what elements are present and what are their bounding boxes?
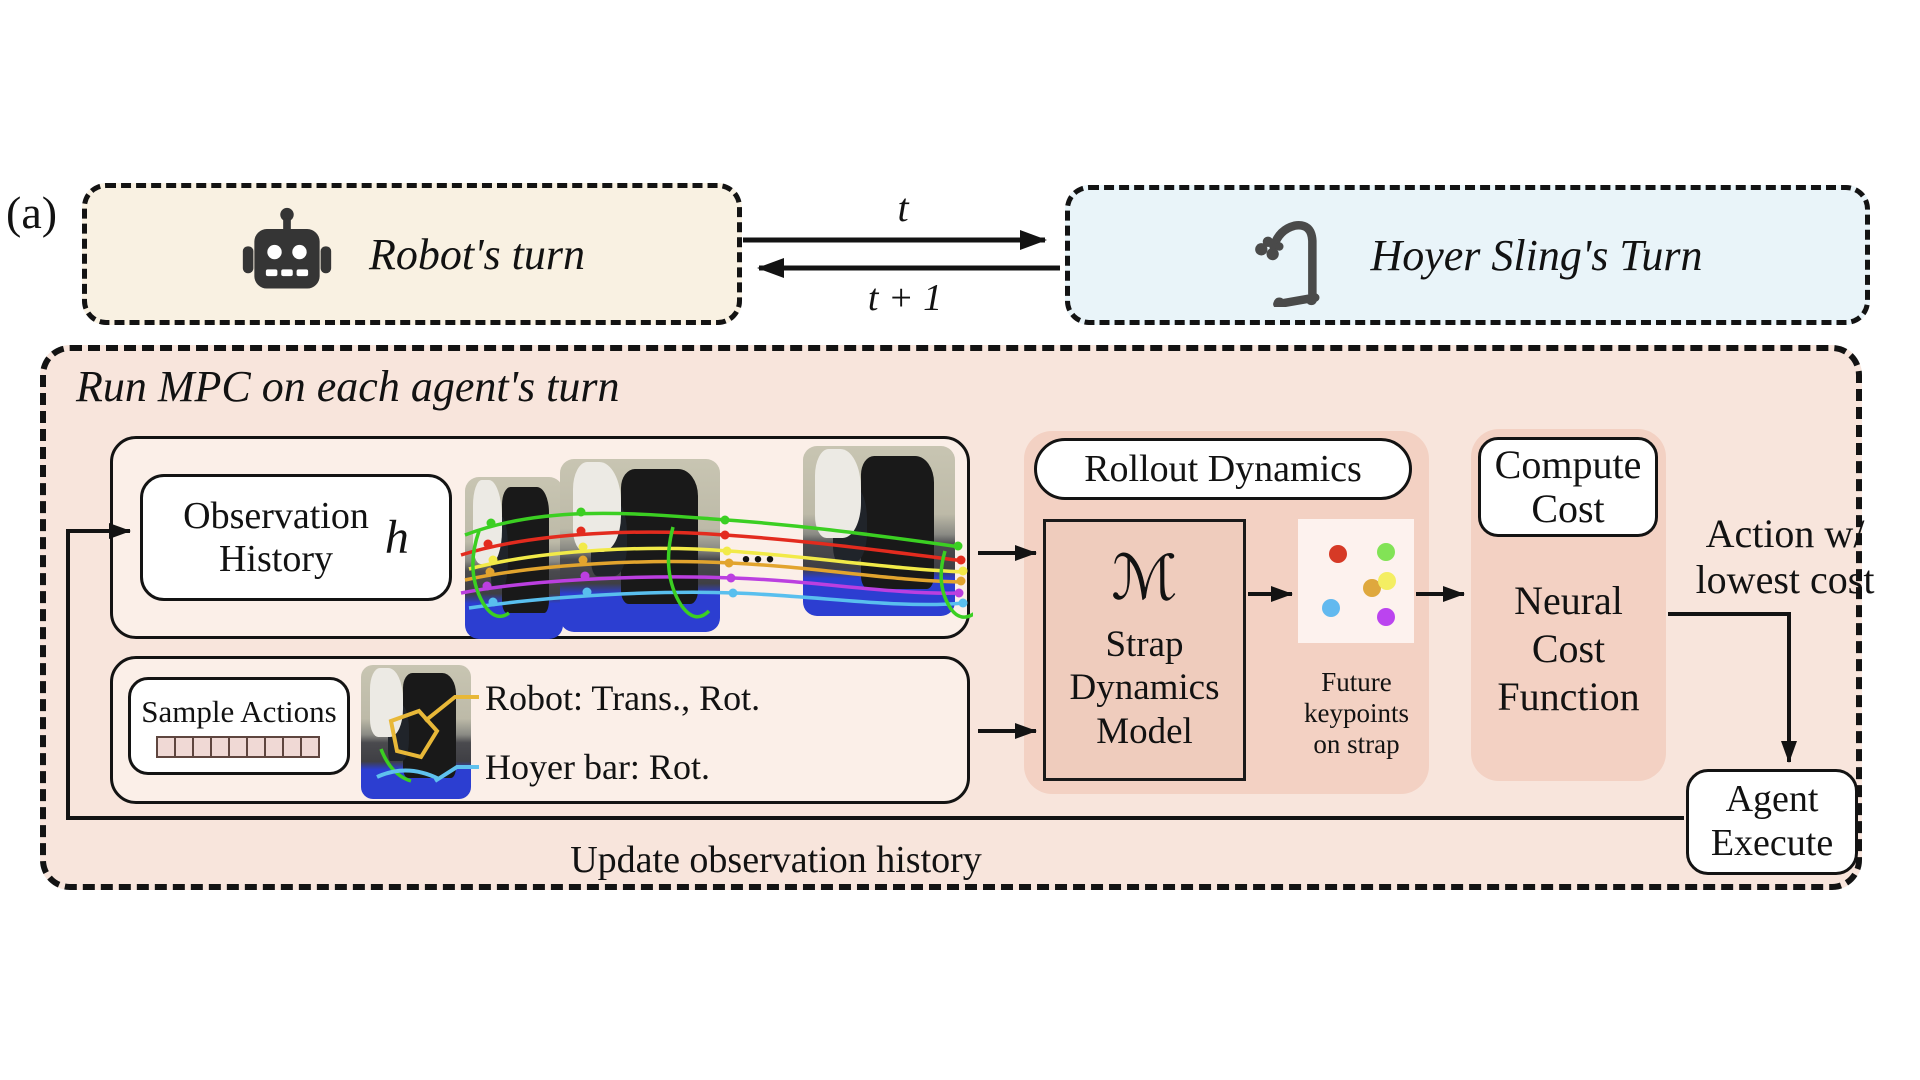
sample-actions-pill: Sample Actions <box>128 677 350 775</box>
turn-arrows <box>743 230 1060 278</box>
model-label-line: Model <box>1096 710 1193 752</box>
action-cell <box>228 736 248 758</box>
future-keypoints-label: Future keypoints on strap <box>1304 667 1409 760</box>
trajectory-keypoint <box>956 576 966 586</box>
model-label-line: Dynamics <box>1069 667 1220 709</box>
hoyer-action-label: Hoyer bar: Rot. <box>485 747 710 787</box>
action-cell <box>264 736 284 758</box>
observation-frame-2 <box>560 459 720 632</box>
history-symbol: h <box>384 511 409 564</box>
hoyer-lift-icon <box>1255 221 1320 307</box>
trajectory-keypoint <box>720 530 730 540</box>
mpc-container: Run MPC on each agent's turn Observation… <box>40 345 1874 890</box>
trajectory-keypoint <box>728 588 738 598</box>
lowest-cost-note: Action w/ lowest cost <box>1695 511 1875 602</box>
observation-history-pill: Observation History h <box>140 474 452 601</box>
green-keypoint <box>1377 543 1395 561</box>
action-cell <box>282 736 302 758</box>
rollout-dynamics-panel: Rollout Dynamics ℳ Strap Dynamics Model … <box>1024 431 1429 794</box>
observation-history-label: Observation History <box>183 494 369 580</box>
frames-ellipsis: ... <box>741 526 777 571</box>
compute-cost-panel: Compute Cost Neural Cost Function <box>1471 429 1666 781</box>
update-observation-label: Update observation history <box>570 839 982 881</box>
hoyer-turn-box: Hoyer Sling's Turn <box>1065 185 1870 325</box>
mpc-title: Run MPC on each agent's turn <box>76 362 620 411</box>
compute-cost-pill: Compute Cost <box>1478 437 1658 537</box>
figure-label: (a) <box>6 187 58 238</box>
action-frame <box>361 665 471 799</box>
model-label-line: Strap <box>1105 623 1184 665</box>
yellow-keypoint <box>1378 572 1396 590</box>
blue-keypoint <box>1322 599 1340 617</box>
action-cell <box>300 736 320 758</box>
timestep-t-label: t <box>897 185 909 230</box>
timestep-t1-label: t + 1 <box>867 277 943 319</box>
neural-cost-function-label: Neural Cost Function <box>1497 578 1640 719</box>
action-cell <box>210 736 230 758</box>
action-cell <box>174 736 194 758</box>
purple-keypoint <box>1377 608 1395 626</box>
trajectory-keypoint <box>724 558 734 568</box>
action-cell <box>192 736 212 758</box>
trajectory-keypoint <box>954 588 964 598</box>
trajectory-keypoint <box>722 546 732 556</box>
sample-actions-label: Sample Actions <box>141 694 337 729</box>
observation-frame-1 <box>465 477 563 639</box>
trajectory-keypoint <box>726 573 736 583</box>
model-symbol: ℳ <box>1111 540 1178 614</box>
red-keypoint <box>1329 545 1347 563</box>
robot-icon <box>242 207 332 289</box>
trajectory-keypoint <box>958 598 968 608</box>
keypoints-canvas <box>1298 519 1414 643</box>
sample-actions-group: Sample Actions Robot: Trans., Rot. Hoyer… <box>110 656 970 804</box>
agent-execute-box: Agent Execute <box>1686 769 1858 875</box>
robot-action-label: Robot: Trans., Rot. <box>485 678 761 718</box>
trajectory-keypoint <box>958 566 968 576</box>
robot-turn-box: Robot's turn <box>82 183 742 325</box>
rollout-dynamics-pill: Rollout Dynamics <box>1034 438 1412 500</box>
robot-turn-label: Robot's turn <box>369 229 585 279</box>
hoyer-turn-label: Hoyer Sling's Turn <box>1370 230 1703 280</box>
observation-frame-3 <box>803 446 955 616</box>
trajectory-keypoint <box>720 515 730 525</box>
action-cell <box>156 736 176 758</box>
strap-dynamics-model-box: ℳ Strap Dynamics Model <box>1043 519 1246 781</box>
action-cell <box>246 736 266 758</box>
trajectory-keypoint <box>956 555 966 565</box>
arrow-cost-to-agent <box>1668 612 1797 763</box>
observation-history-group: Observation History h ... <box>110 436 973 639</box>
action-cells <box>156 736 320 758</box>
